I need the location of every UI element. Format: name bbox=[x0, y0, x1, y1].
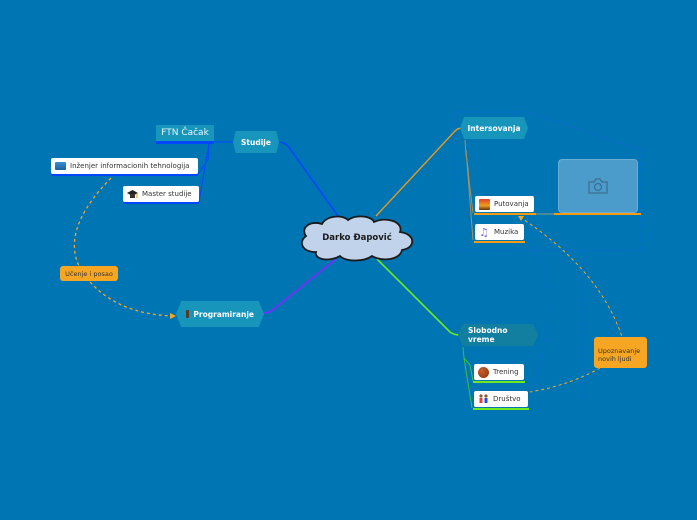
relation-label-ucenje-i-posao[interactable]: Učenje i posao bbox=[60, 266, 118, 281]
camera-icon bbox=[588, 178, 608, 194]
subtopic-inzenjer-label: Inženjer informacionih tehnologija bbox=[70, 162, 190, 170]
topic-studije[interactable]: Studije bbox=[233, 131, 279, 153]
link-programiranje bbox=[262, 258, 337, 314]
topic-programiranje-label: Programiranje bbox=[193, 309, 254, 319]
topic-studije-label: Studije bbox=[241, 137, 271, 147]
topic-programiranje[interactable]: Programiranje bbox=[176, 301, 264, 327]
relation-line-ucenje bbox=[73, 177, 176, 317]
topic-slobodno-vreme[interactable]: Slobodno vreme bbox=[458, 324, 538, 346]
subtopic-muzika[interactable]: ♫ Muzika bbox=[475, 224, 524, 240]
subtopic-trening-label: Trening bbox=[493, 368, 519, 376]
relation-label-upoznavanje[interactable]: Upoznavanje novih ljudi bbox=[594, 337, 647, 368]
image-placeholder[interactable] bbox=[558, 159, 638, 213]
boundary-arc bbox=[527, 239, 551, 396]
subtopic-putovanja-label: Putovanja bbox=[494, 200, 529, 208]
relation-label-upoznavanje-text: Upoznavanje novih ljudi bbox=[598, 347, 641, 363]
book-icon bbox=[55, 162, 66, 170]
link-studije bbox=[277, 141, 339, 217]
link-intersovanja bbox=[375, 127, 463, 217]
topic-intersovanja-label: Intersovanja bbox=[467, 123, 521, 133]
subtopic-trening[interactable]: Trening bbox=[474, 364, 524, 380]
basketball-icon bbox=[478, 366, 489, 378]
sunset-icon bbox=[479, 198, 490, 210]
subtopic-putovanja[interactable]: Putovanja bbox=[475, 196, 534, 212]
subtopic-ftn-cacak-label: FTN Čačak bbox=[161, 128, 209, 138]
subtopic-muzika-label: Muzika bbox=[494, 228, 519, 236]
subtopic-drustvo-label: Društvo bbox=[493, 395, 521, 403]
topic-slobodno-vreme-label: Slobodno vreme bbox=[468, 326, 508, 344]
relation-line-upoznavanje bbox=[519, 216, 623, 393]
subtopic-master-studije[interactable]: Master studije bbox=[123, 186, 199, 202]
people-icon bbox=[478, 393, 489, 405]
central-topic[interactable]: Darko Đapović bbox=[296, 214, 418, 262]
subtopic-drustvo[interactable]: Društvo bbox=[474, 391, 528, 407]
relation-label-ucenje-text: Učenje i posao bbox=[65, 269, 113, 278]
graduation-cap-icon bbox=[127, 189, 138, 200]
briefcase-icon bbox=[186, 310, 190, 318]
subtopic-inzenjer[interactable]: Inženjer informacionih tehnologija bbox=[51, 158, 198, 174]
topic-intersovanja[interactable]: Intersovanja bbox=[460, 117, 528, 139]
music-note-icon: ♫ bbox=[479, 225, 489, 239]
central-topic-label: Darko Đapović bbox=[322, 233, 392, 243]
subtopic-ftn-cacak[interactable]: FTN Čačak bbox=[156, 125, 214, 143]
subtopic-master-studije-label: Master studije bbox=[142, 190, 192, 198]
relation-arrow-ucenje bbox=[170, 313, 176, 319]
cloud-shape bbox=[301, 215, 414, 262]
boundary-outline bbox=[454, 111, 641, 251]
relation-arrow-upoznavanje bbox=[518, 216, 524, 221]
link-slobodno bbox=[376, 258, 461, 336]
